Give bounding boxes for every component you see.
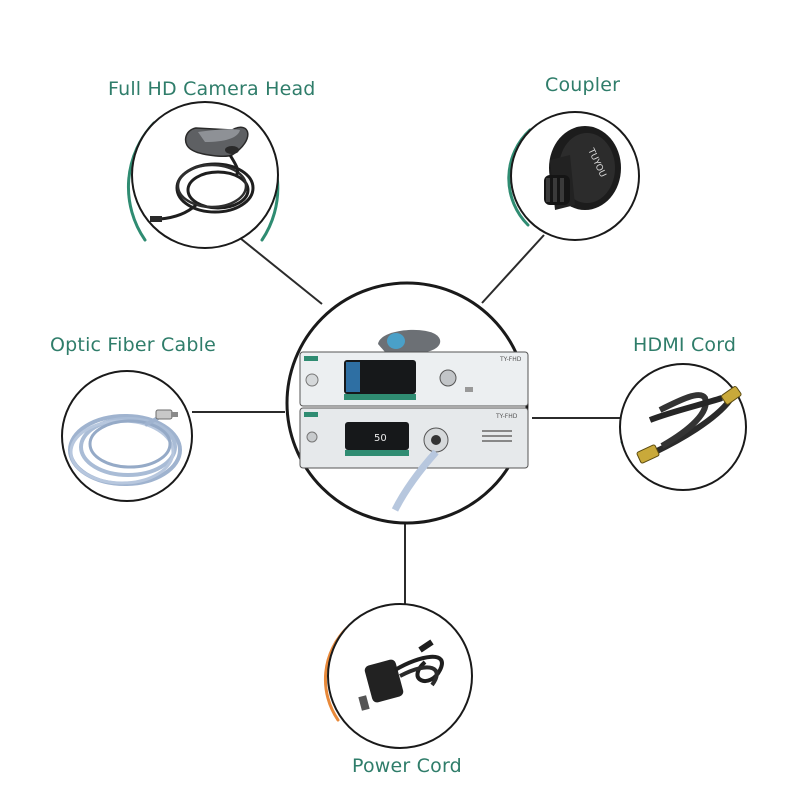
circle-hdmi bbox=[619, 363, 747, 491]
connector-line-camera-head bbox=[239, 237, 323, 305]
label-camera-head: Full HD Camera Head bbox=[108, 78, 316, 100]
top-unit-model: TY-FHD bbox=[499, 356, 522, 363]
label-hdmi-cord: HDMI Cord bbox=[633, 334, 737, 356]
endoscope-system-image: TY-FHD TY-FHD 50 bbox=[299, 329, 529, 512]
optic-fiber-image bbox=[68, 409, 182, 486]
device-screen-value: 50 bbox=[374, 433, 387, 444]
hdmi-cord-image bbox=[636, 386, 742, 464]
coupler-image: TUYOU bbox=[544, 126, 621, 210]
label-power-cord: Power Cord bbox=[352, 755, 462, 777]
connector-lines bbox=[192, 234, 624, 608]
label-coupler: Coupler bbox=[545, 74, 621, 96]
label-optic-fiber-cable: Optic Fiber Cable bbox=[50, 334, 216, 356]
power-cord-image bbox=[358, 639, 444, 711]
bottom-unit-model: TY-FHD bbox=[495, 413, 518, 420]
camera-head-image bbox=[150, 126, 255, 222]
connector-line-coupler bbox=[481, 234, 545, 304]
